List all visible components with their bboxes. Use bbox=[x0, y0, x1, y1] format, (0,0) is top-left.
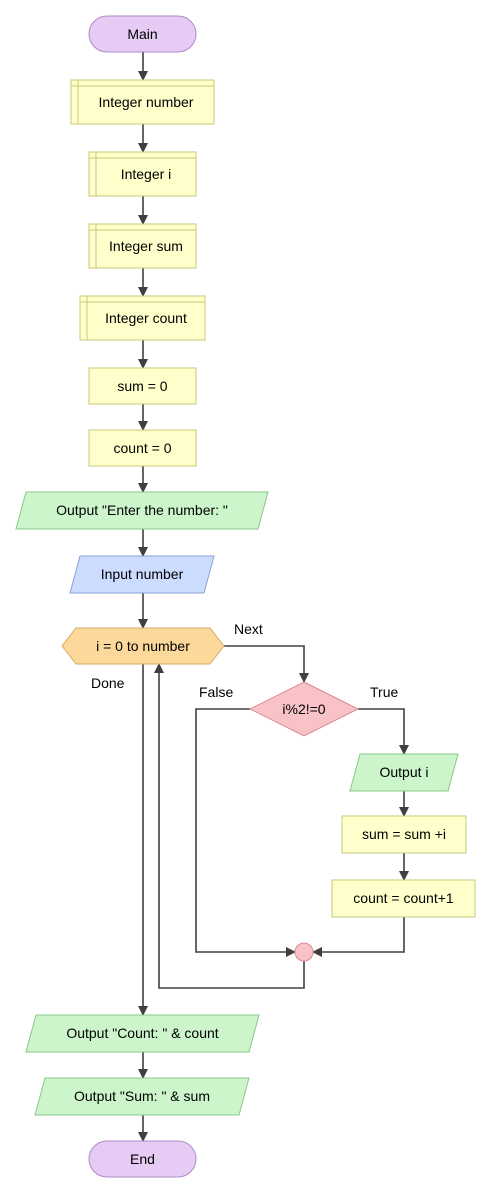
declare-shape bbox=[88, 151, 197, 197]
node-input-number-label: Input number bbox=[101, 566, 184, 582]
node-output-prompt: Output "Enter the number: " bbox=[15, 491, 269, 530]
assign-shape bbox=[88, 429, 197, 467]
assign-shape bbox=[341, 815, 467, 854]
output-shape bbox=[15, 491, 269, 530]
node-assign-sum: sum = 0 bbox=[88, 367, 197, 405]
node-output-sum: Output "Sum: " & sum bbox=[34, 1077, 250, 1116]
node-decl-count-label: Integer count bbox=[105, 310, 187, 326]
loop-shape bbox=[61, 627, 225, 665]
terminal-shape bbox=[88, 1140, 197, 1178]
output-shape bbox=[34, 1077, 250, 1116]
node-assign-count-inc: count = count+1 bbox=[331, 879, 476, 918]
edge-decision-true-to-output-i bbox=[358, 708, 409, 755]
node-output-count: Output "Count: " & count bbox=[25, 1014, 260, 1053]
assign-shape bbox=[88, 367, 197, 405]
input-shape bbox=[69, 555, 215, 594]
node-output-sum-label: Output "Sum: " & sum bbox=[74, 1088, 210, 1104]
node-decl-count: Integer count bbox=[79, 295, 206, 341]
node-loop-for-label: i = 0 to number bbox=[96, 638, 190, 654]
node-main-label: Main bbox=[127, 26, 157, 42]
node-assign-sum-add-label: sum = sum +i bbox=[362, 826, 446, 842]
edge-label-true: True bbox=[370, 684, 398, 700]
node-output-count-label: Output "Count: " & count bbox=[66, 1025, 218, 1041]
edge-label-false: False bbox=[199, 684, 233, 700]
node-end: End bbox=[88, 1140, 197, 1178]
node-main: Main bbox=[88, 15, 197, 53]
node-decl-i: Integer i bbox=[88, 151, 197, 197]
edge-connector-back-to-loop bbox=[154, 663, 305, 989]
declare-shape bbox=[79, 295, 206, 341]
node-assign-count-label: count = 0 bbox=[114, 440, 172, 456]
node-assign-sum-label: sum = 0 bbox=[117, 378, 167, 394]
node-decl-sum-label: Integer sum bbox=[109, 238, 183, 254]
edge-label-next: Next bbox=[234, 621, 263, 637]
node-assign-sum-add: sum = sum +i bbox=[341, 815, 467, 854]
node-decision-odd: i%2!=0 bbox=[248, 681, 360, 737]
decision-shape bbox=[248, 681, 360, 737]
node-decl-sum: Integer sum bbox=[88, 223, 197, 269]
node-decl-i-label: Integer i bbox=[121, 166, 172, 182]
edge-label-done: Done bbox=[91, 675, 125, 691]
declare-shape bbox=[70, 79, 215, 125]
node-input-number: Input number bbox=[69, 555, 215, 594]
node-decl-number: Integer number bbox=[70, 79, 215, 125]
declare-shape bbox=[88, 223, 197, 269]
edge-decision-false-to-connector bbox=[195, 708, 296, 957]
output-shape bbox=[349, 753, 459, 792]
edge-loop-next-to-decision bbox=[224, 645, 309, 683]
node-output-i-label: Output i bbox=[379, 764, 428, 780]
node-decision-odd-label: i%2!=0 bbox=[282, 701, 325, 717]
assign-shape bbox=[331, 879, 476, 918]
node-decl-number-label: Integer number bbox=[99, 94, 194, 110]
node-output-prompt-label: Output "Enter the number: " bbox=[56, 502, 228, 518]
node-output-i: Output i bbox=[349, 753, 459, 792]
edges bbox=[138, 52, 409, 1142]
output-shape bbox=[25, 1014, 260, 1053]
node-assign-count: count = 0 bbox=[88, 429, 197, 467]
node-assign-count-inc-label: count = count+1 bbox=[353, 890, 454, 906]
connector-circle bbox=[294, 942, 314, 962]
node-end-label: End bbox=[130, 1151, 155, 1167]
terminal-shape bbox=[88, 15, 197, 53]
node-connector bbox=[294, 942, 314, 962]
edge-count-inc-to-connector bbox=[312, 917, 405, 957]
node-loop-for: i = 0 to number bbox=[61, 627, 225, 665]
